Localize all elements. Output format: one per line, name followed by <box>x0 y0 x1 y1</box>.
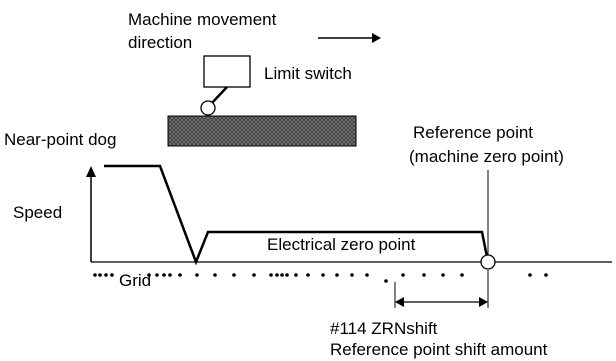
near-point-dog <box>167 115 357 147</box>
grid-dot <box>162 273 166 277</box>
grid-dot <box>275 273 279 277</box>
limit-switch-roller <box>200 100 216 116</box>
grid-dot <box>544 273 548 277</box>
grid-dot <box>460 273 464 277</box>
grid-dot <box>110 273 114 277</box>
shift-amount-label: Reference point shift amount <box>330 340 548 359</box>
grid-dot <box>147 273 151 277</box>
grid-dot <box>441 273 445 277</box>
grid-dots <box>93 273 548 283</box>
grid-dot <box>98 273 102 277</box>
movement-label-line1: Machine movement <box>128 10 277 29</box>
arrow-up-icon <box>86 166 96 262</box>
grid-dot <box>285 273 289 277</box>
grid-dot <box>350 273 354 277</box>
grid-dot <box>155 273 159 277</box>
grid-dot <box>335 273 339 277</box>
limit-switch-label: Limit switch <box>264 64 352 83</box>
limit-switch-arm <box>210 86 228 105</box>
grid-dot <box>168 273 172 277</box>
grid-dot <box>178 273 182 277</box>
limit-switch-box <box>203 55 251 88</box>
grid-dot <box>104 273 108 277</box>
grid-dot <box>321 273 325 277</box>
grid-label: Grid <box>119 271 151 290</box>
arrow-right-icon <box>318 33 381 43</box>
electrical-zero-label: Electrical zero point <box>267 235 416 254</box>
grid-dot <box>195 273 199 277</box>
grid-dot <box>401 273 405 277</box>
grid-dot <box>213 273 217 277</box>
speed-label: Speed <box>13 203 62 222</box>
grid-dot <box>232 273 236 277</box>
grid-dot <box>528 273 532 277</box>
grid-dot <box>93 273 97 277</box>
reference-point-label-line2: (machine zero point) <box>409 147 564 166</box>
grid-dot <box>365 273 369 277</box>
movement-label-line2: direction <box>128 33 192 52</box>
double-arrow-icon <box>395 297 488 307</box>
grid-dot <box>294 273 298 277</box>
grid-dot <box>252 273 256 277</box>
near-point-dog-label: Near-point dog <box>4 130 116 149</box>
grid-dot <box>384 279 388 283</box>
shift-param-label: #114 ZRNshift <box>330 319 438 338</box>
grid-dot <box>422 273 426 277</box>
grid-dot <box>306 273 310 277</box>
grid-dot <box>280 273 284 277</box>
reference-point-label-line1: Reference point <box>413 123 533 142</box>
grid-dot <box>269 273 273 277</box>
speed-profile-line <box>104 164 490 266</box>
reference-point-marker <box>480 254 496 270</box>
